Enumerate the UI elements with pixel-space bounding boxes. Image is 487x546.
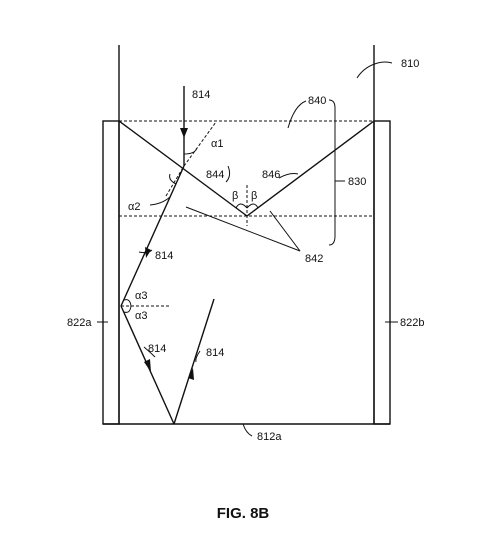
bottom-reflected-ray-segment	[173, 298, 215, 425]
label-814-mid: 814	[155, 250, 173, 262]
leader-840	[287, 100, 307, 129]
right-side-panel	[373, 120, 391, 425]
label-840: 840	[308, 95, 326, 107]
label-814-low-left: 814	[148, 343, 166, 355]
figure-caption: FIG. 8B	[217, 505, 270, 522]
label-822b: 822b	[400, 317, 424, 329]
leader-814-low-left	[143, 346, 156, 358]
label-814-top: 814	[192, 89, 210, 101]
leader-810	[356, 61, 393, 79]
label-alpha1: α1	[211, 138, 223, 150]
incident-ray-arrow	[180, 128, 188, 138]
label-846: 846	[262, 169, 280, 181]
alpha3-lower-arc	[123, 305, 132, 313]
label-842: 842	[305, 253, 323, 265]
label-beta-right: β	[251, 190, 257, 202]
alpha1-arc	[183, 147, 198, 155]
label-alpha3-upper: α3	[135, 290, 147, 302]
refracted-ray-segment	[120, 165, 185, 307]
alpha3-upper-arc	[123, 299, 132, 307]
bottom-reflected-ray-arrow-up	[188, 368, 194, 380]
leader-844	[225, 165, 231, 183]
label-810: 810	[401, 58, 419, 70]
beta-right-arc	[246, 203, 259, 209]
label-alpha3-lower: α3	[135, 310, 147, 322]
normal-dashed-line-top	[183, 121, 217, 167]
leader-812a	[242, 423, 253, 437]
container	[102, 45, 391, 425]
right-reflective-edge	[246, 120, 375, 217]
label-alpha2: α2	[128, 201, 140, 213]
alpha2-arc	[169, 173, 177, 185]
leader-alpha2	[149, 196, 171, 206]
reflected-ray-arrow-down	[144, 359, 151, 372]
leader-814-low-right	[195, 350, 201, 363]
leader-814-mid	[138, 249, 153, 254]
label-814-low-right: 814	[206, 347, 224, 359]
left-side-panel	[102, 120, 120, 425]
label-830: 830	[348, 176, 366, 188]
normal-dashed-line-bottom	[165, 165, 185, 197]
label-812a: 812a	[257, 431, 282, 443]
label-844: 844	[206, 169, 224, 181]
leader-830-bracket	[328, 99, 336, 246]
label-beta-left: β	[232, 190, 238, 202]
beta-left-arc	[235, 203, 248, 209]
label-822a: 822a	[67, 317, 92, 329]
pointer-842-left	[185, 206, 301, 252]
leader-846	[278, 173, 299, 179]
pointer-842-right	[269, 210, 301, 252]
